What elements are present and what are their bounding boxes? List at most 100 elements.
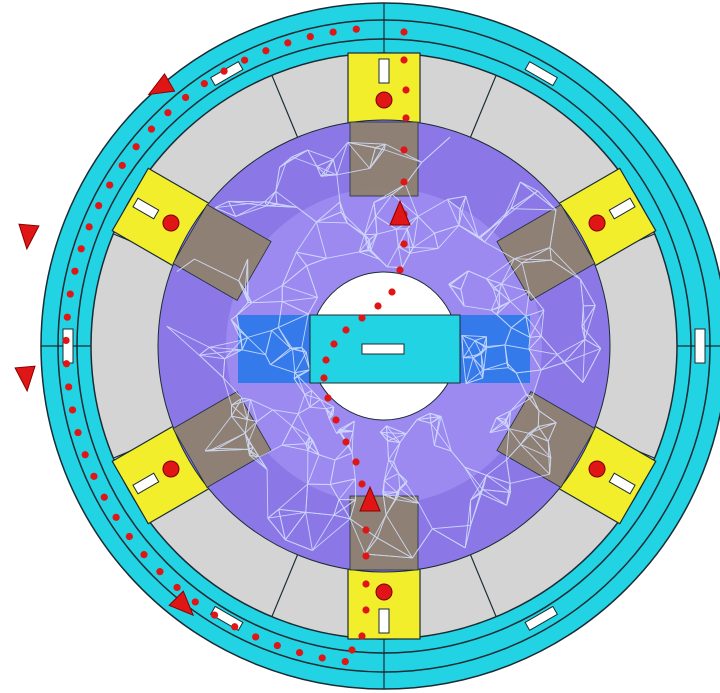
- mesh-edge: [307, 440, 314, 451]
- mesh-edge: [472, 357, 484, 379]
- mesh-edge: [491, 309, 497, 315]
- mesh-edge: [460, 289, 465, 307]
- mesh-edge: [417, 416, 440, 420]
- mesh-edge: [557, 339, 585, 355]
- flux-dot: [90, 472, 98, 480]
- mesh-edge: [447, 195, 466, 200]
- flux-arrowhead: [14, 365, 36, 393]
- mesh-edge: [465, 369, 485, 384]
- mesh-edge: [224, 349, 243, 360]
- mesh-edge: [369, 149, 385, 169]
- mesh-edge: [405, 184, 419, 217]
- mesh-edge: [486, 278, 494, 289]
- mesh-edge: [304, 394, 321, 400]
- mesh-edge: [521, 247, 551, 264]
- mesh-edge: [386, 246, 399, 268]
- mesh-edge: [580, 279, 584, 306]
- mesh-edge: [480, 208, 512, 238]
- mesh-edge: [549, 247, 552, 261]
- mesh-edge: [296, 251, 307, 266]
- mesh-edge: [305, 484, 309, 513]
- mesh-edge: [520, 444, 550, 475]
- mesh-edge: [370, 234, 378, 251]
- mesh-edge: [244, 433, 250, 443]
- mesh-edge: [309, 390, 313, 408]
- mesh-edge: [399, 487, 420, 504]
- mesh-edge: [449, 270, 469, 286]
- mesh-edge: [520, 444, 551, 459]
- mesh-edge: [397, 246, 403, 268]
- mesh-edge: [332, 142, 348, 160]
- mesh-edge: [465, 196, 479, 238]
- mesh-edge: [351, 431, 354, 454]
- mesh-edge: [486, 474, 511, 493]
- flux-dot: [81, 451, 89, 459]
- flux-arrowhead: [359, 485, 381, 512]
- coil-conductor-bar: [378, 58, 390, 84]
- mesh-edge: [236, 315, 241, 331]
- mesh-edge: [349, 499, 357, 519]
- mesh-edge: [484, 218, 504, 243]
- mesh-edge: [251, 285, 283, 304]
- mesh-edge: [501, 262, 523, 284]
- mesh-edge: [462, 357, 467, 384]
- mesh-edge: [406, 228, 414, 248]
- mesh-edge: [301, 313, 309, 348]
- mesh-edge: [297, 375, 312, 391]
- mesh-edge: [375, 216, 378, 235]
- flux-dot: [164, 109, 172, 117]
- mesh-edge: [498, 291, 511, 302]
- ring-marker: [694, 328, 706, 364]
- mesh-edge: [474, 340, 487, 349]
- mesh-edge: [231, 415, 246, 434]
- flux-dot: [400, 56, 408, 64]
- mesh-edge: [307, 149, 318, 167]
- mesh-edge: [311, 390, 321, 400]
- mesh-edge: [540, 309, 545, 337]
- mesh-edge: [296, 206, 317, 223]
- flux-arrow: [147, 72, 176, 96]
- flux-dot: [352, 458, 360, 466]
- mesh-edge: [515, 372, 527, 395]
- mesh-edge: [236, 302, 249, 316]
- flux-dot: [95, 202, 103, 210]
- mesh-edge: [551, 259, 581, 280]
- mesh-edge: [406, 216, 419, 230]
- mesh-edge: [332, 159, 338, 175]
- mesh-edge: [281, 251, 297, 286]
- ring-marker: [62, 328, 74, 364]
- mesh-edge: [485, 344, 506, 348]
- coil-terminal-dot: [588, 460, 606, 478]
- mesh-edge: [278, 327, 291, 349]
- mesh-edge: [364, 202, 375, 235]
- mesh-edge: [529, 335, 542, 338]
- mesh-edge: [316, 211, 342, 223]
- mesh-edge: [376, 514, 387, 539]
- mesh-edge: [304, 390, 312, 395]
- mesh-edge: [275, 191, 278, 205]
- mesh-edge: [248, 421, 258, 443]
- mesh-edge: [231, 397, 243, 417]
- mesh-edge: [540, 354, 558, 371]
- stator-spoke: [271, 75, 299, 138]
- flux-dot: [62, 360, 71, 368]
- mesh-edge: [231, 415, 248, 420]
- mesh-edge: [468, 270, 487, 280]
- mesh-edge: [382, 480, 385, 495]
- mesh-edge: [271, 330, 291, 349]
- flux-dot: [112, 513, 120, 521]
- mesh-edge: [525, 309, 545, 317]
- mesh-edge: [336, 142, 349, 176]
- mesh-edge: [520, 181, 557, 211]
- mesh-edge: [306, 265, 318, 298]
- coil-conductor-bar: [132, 197, 160, 220]
- mesh-edge: [482, 369, 485, 379]
- mesh-edge: [417, 199, 448, 217]
- mesh-edge: [501, 283, 530, 293]
- coil-conductor-bar: [608, 197, 636, 220]
- mesh-edge: [563, 362, 584, 383]
- mesh-edge: [247, 329, 272, 338]
- mesh-edge: [359, 251, 380, 260]
- mesh-edge: [508, 410, 512, 429]
- mesh-edge: [214, 207, 236, 217]
